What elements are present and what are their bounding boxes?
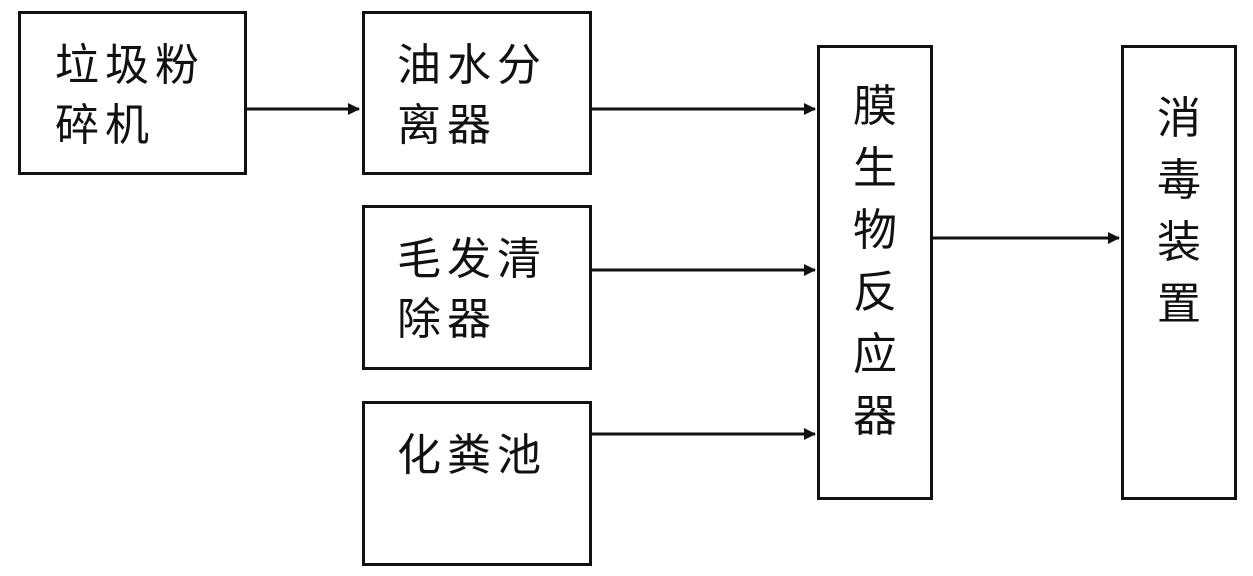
- oil-water-separator-label: 油水分 离器: [397, 40, 547, 151]
- hair-remover-box: 毛发清 除器: [362, 205, 592, 370]
- septic-tank-box: 化粪池: [362, 401, 592, 566]
- septic-tank-label: 化粪池: [397, 430, 547, 481]
- grinder-box: 垃圾粉 碎机: [18, 11, 247, 175]
- grinder-label: 垃圾粉 碎机: [55, 40, 205, 151]
- disinfection-device-label: 消 毒 装 置: [1157, 93, 1201, 330]
- disinfection-device-box: 消 毒 装 置: [1121, 45, 1237, 500]
- oil-water-separator-box: 油水分 离器: [362, 11, 592, 175]
- membrane-bioreactor-box: 膜 生 物 反 应 器: [817, 45, 933, 500]
- membrane-bioreactor-label: 膜 生 物 反 应 器: [853, 81, 897, 442]
- hair-remover-label: 毛发清 除器: [397, 234, 547, 345]
